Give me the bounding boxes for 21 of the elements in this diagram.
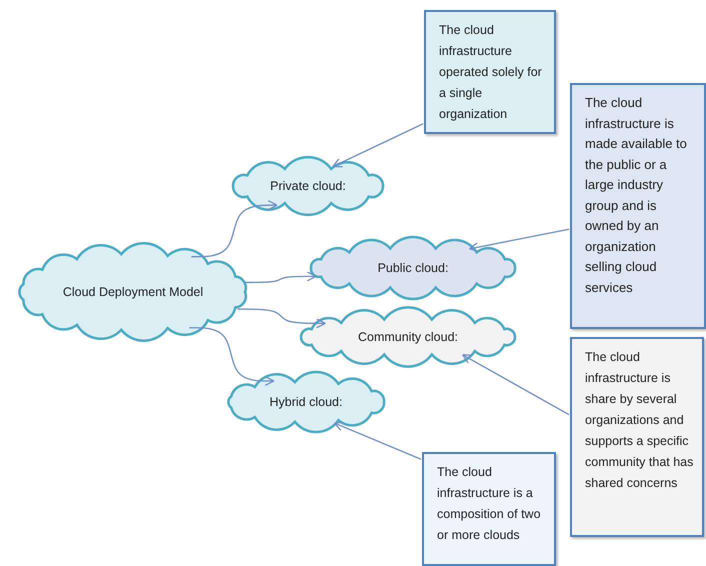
arrow [191,200,278,258]
cloud-label: Cloud Deployment Model [62,284,204,301]
description-box [570,337,704,537]
leader-arrow [468,228,570,252]
description-box [570,83,706,329]
description-box [424,10,556,134]
description-text: The cloud infrastructure is share by several organizations and supports a specific community that has shared concerns [585,349,694,492]
description-text: The cloud infrastructure operated solely for a single organization [439,22,543,123]
arrow [244,271,317,284]
description-text: The cloud infrastructure is made available to the public or a large industry group and is owned by an organization selling cloud services [585,94,688,296]
cloud-label: Private cloud: [270,178,346,195]
leader-arrow [332,123,424,168]
cloud-label: Community cloud: [358,328,458,346]
arrow [238,308,326,328]
description-text: The cloud infrastructure is a composition of two or more clouds [437,464,542,544]
leader-arrow [462,354,570,416]
arrow [189,327,274,386]
leader-arrow [334,422,422,460]
cloud-label: Hybrid cloud: [270,394,342,411]
cloud-label: Public cloud: [378,260,448,277]
description-box [422,452,556,566]
